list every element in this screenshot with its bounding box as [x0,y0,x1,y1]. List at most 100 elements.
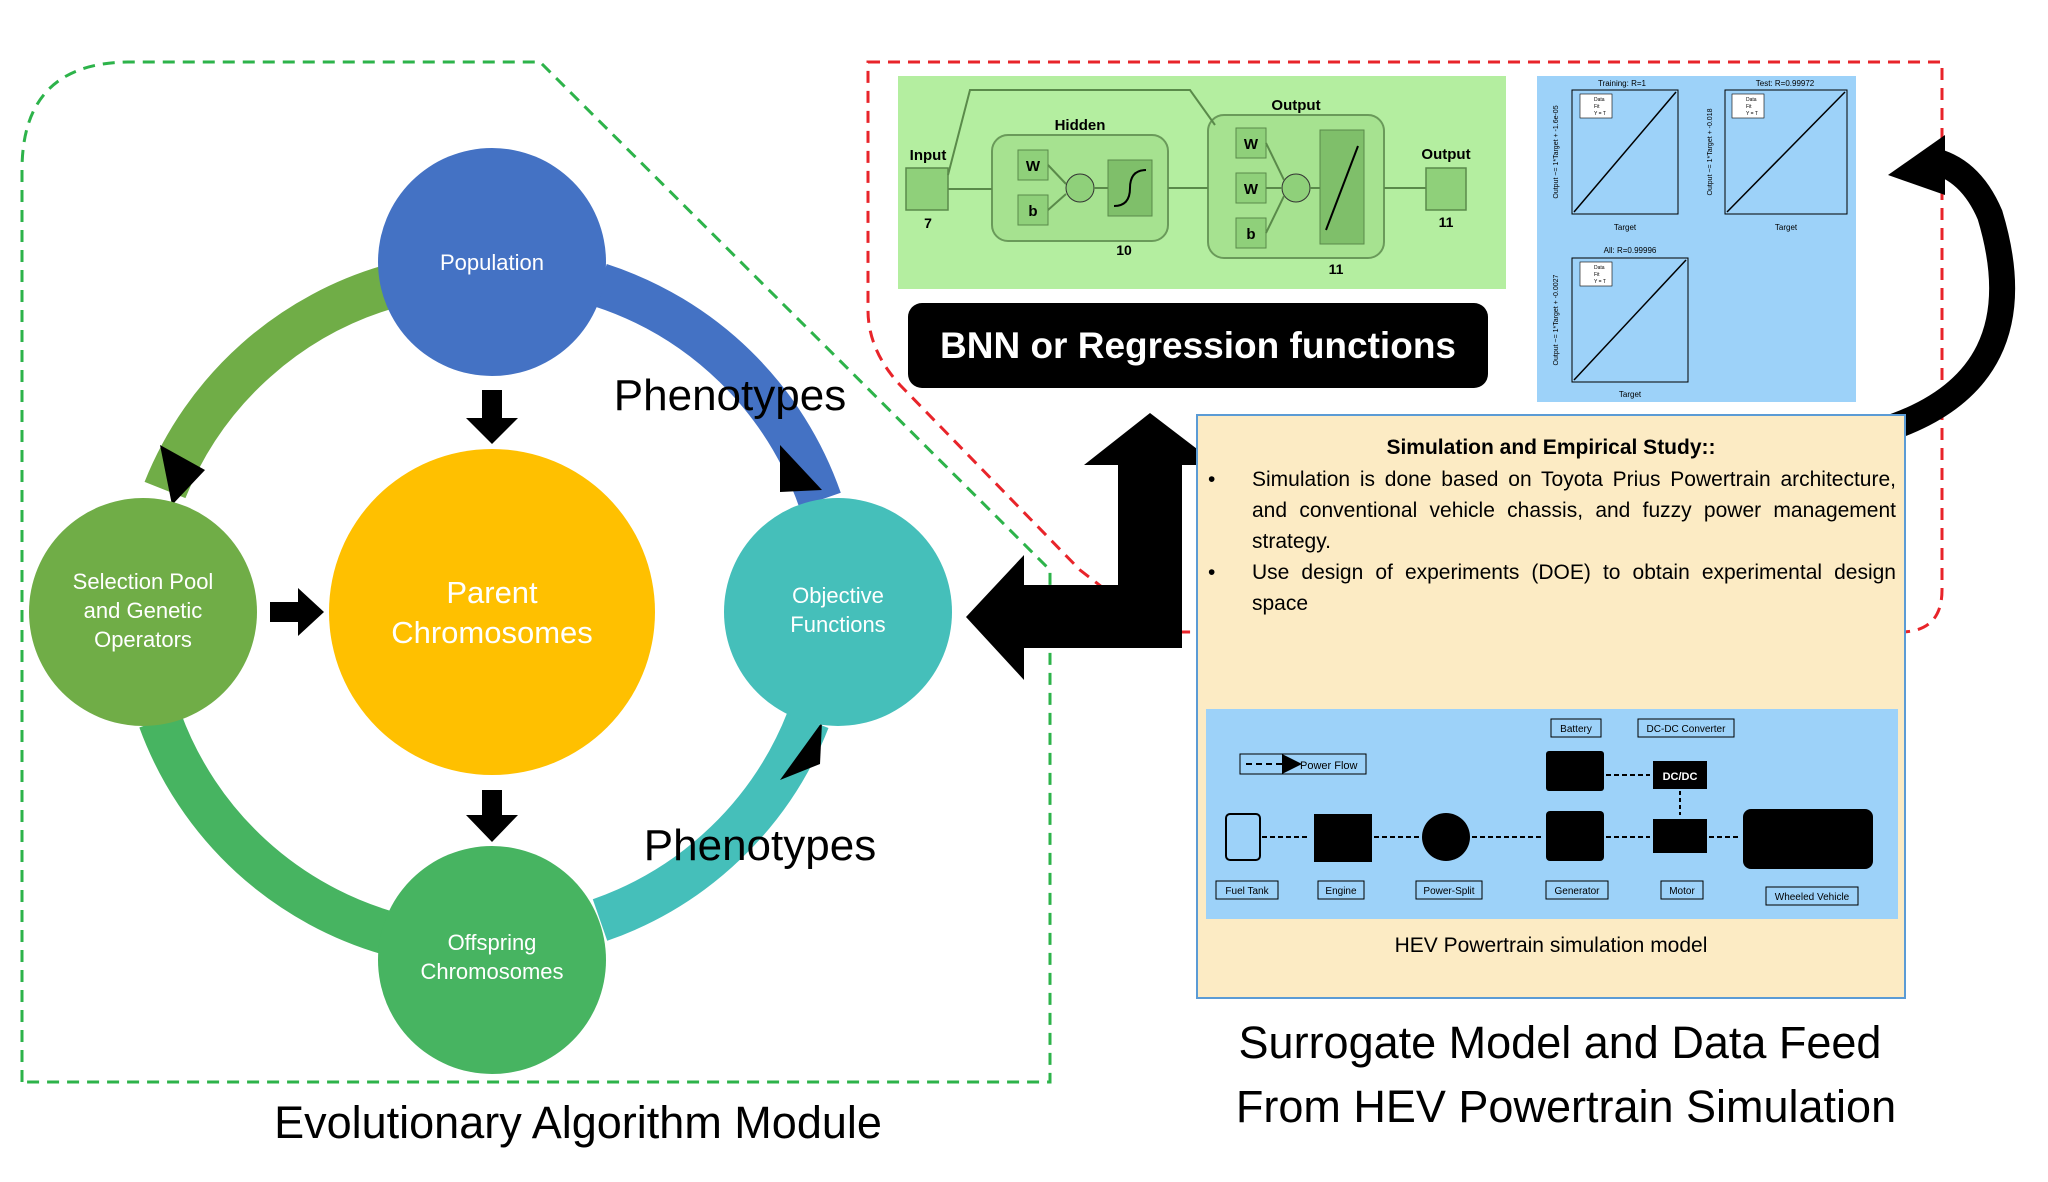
study-bullet-2: Use design of experiments (DOE) to obtai… [1208,557,1896,619]
test-plot-xlabel: Target [1775,223,1798,232]
ring-arrowhead-right-top [780,445,822,492]
nn-input-block [905,167,949,211]
training-plot: Training: R=1 Target Output ~= 1*Target … [1553,79,1679,232]
nn-hidden-label: Hidden [1055,117,1106,134]
power-split-label-box [1415,880,1483,900]
all-legend-y-t: Y = T [1594,279,1606,285]
study-title: Simulation and Empirical Study:: [1386,436,1716,459]
power-flow-legend [1239,753,1367,775]
nn-linear-line [1325,145,1359,231]
bnn-regression-label: BNN or Regression functions [908,303,1488,388]
wheeled-vehicle-label-box [1765,886,1859,906]
nn-connections [947,89,1426,234]
nn-output-label: Output [1421,146,1470,163]
hev-powertrain-diagram: Power Flow Battery DC-DC Converter DC/DC… [1206,709,1898,919]
nn-hidden-w [1017,149,1049,181]
regression-plots: Training: R=1 Target Output ~= 1*Target … [1537,76,1856,402]
ea-module-caption: Evolutionary Algorithm Module [274,1097,882,1148]
nn-input-count: 7 [924,215,932,231]
test-legend-fit: Fit [1746,104,1752,110]
nn-output-layer-count: 11 [1329,261,1344,277]
nn-hidden-w-label: W [1026,158,1041,175]
all-plot: All: R=0.99996 Target Output ~= 1*Target… [1553,246,1689,399]
study-bullet-list: Simulation is done based on Toyota Prius… [1208,464,1896,619]
offspring-chromosomes-node [378,846,606,1074]
objective-label-line2: Functions [790,612,885,637]
generator-label-box [1545,880,1609,900]
phenotypes-top-label: Phenotypes [614,371,846,420]
feedback-curve-arrow [1879,147,2016,443]
motor-label-box [1660,880,1704,900]
training-plot-ylabel: Output ~= 1*Target + -1.6e-05 [1553,105,1560,198]
phenotypes-bottom-label: Phenotypes [644,821,876,870]
nn-output-block [1425,167,1467,211]
fuel-tank-icon [1225,813,1261,861]
training-legend-fit: Fit [1594,104,1600,110]
test-plot-ylabel: Output ~= 1*Target + -0.018 [1707,108,1714,195]
hev-model-caption: HEV Powertrain simulation model [1394,934,1708,957]
plots-background [1537,76,1856,402]
training-legend-y-t: Y = T [1594,111,1606,117]
battery-label-box [1550,718,1602,738]
selection-label-line2: and Genetic [84,598,203,623]
nn-sigmoid-curve [1113,169,1147,207]
all-plot-ylabel: Output ~= 1*Target + -0.0027 [1553,274,1560,365]
population-node [378,148,606,376]
nn-hidden-count: 10 [1116,242,1132,258]
arc-offspring-to-objective [592,711,829,941]
nn-output-w2 [1235,172,1267,204]
nn-output-layer-label: Output [1271,97,1320,114]
selection-label-line1: Selection Pool [73,569,214,594]
nn-output-count: 11 [1439,214,1454,230]
test-legend-data: Data [1746,97,1757,103]
arrow-selection-to-parent [270,588,324,636]
nn-output-w2-label: W [1244,181,1259,198]
objective-label-line1: Objective [792,583,884,608]
simulation-study-box: Simulation and Empirical Study:: Simulat… [1196,414,1906,999]
parent-chromosomes-node [329,449,655,775]
training-fit-line [1573,91,1677,213]
surrogate-caption-line1: Surrogate Model and Data Feed [1239,1017,1882,1068]
nn-hidden-b-label: b [1028,203,1037,220]
parent-label-line1: Parent [446,575,538,610]
wheeled-vehicle-label: Wheeled Vehicle [1775,892,1850,903]
selection-pool-node [29,498,257,726]
offspring-label-line2: Chromosomes [420,959,563,984]
nn-output-b [1235,217,1267,249]
all-legend-fit: Fit [1594,272,1600,278]
arrow-population-to-parent [466,390,518,444]
ring-arrowhead-right-bottom [780,722,822,780]
training-legend [1579,93,1613,119]
training-legend-data: Data [1594,97,1605,103]
dcdc-icon-label: DC/DC [1663,771,1698,783]
nn-diagram: Input 7 Hidden W b 10 Output W W b 11 Ou… [898,76,1506,289]
all-legend [1579,261,1613,287]
population-label: Population [440,250,544,275]
test-plot: Test: R=0.99972 Target Output ~= 1*Targe… [1707,79,1848,232]
selection-label-line3: Operators [94,627,192,652]
arc-population-to-selection [144,263,401,499]
generator-label: Generator [1554,886,1600,897]
power-flow-arrows [1262,774,1740,838]
nn-hidden-sum [1065,173,1095,203]
motor-label: Motor [1669,886,1695,897]
fuel-tank-label-box [1215,880,1279,900]
all-legend-data: Data [1594,265,1605,271]
test-legend [1731,93,1765,119]
study-bullet-1: Simulation is done based on Toyota Prius… [1208,464,1896,557]
feedback-curve-arrowhead [1888,135,1945,195]
battery-icon [1546,751,1604,791]
surrogate-feed-arrow [966,413,1218,680]
arc-population-to-objective [593,264,841,508]
nn-output-w1-label: W [1244,136,1259,153]
test-plot-title: Test: R=0.99972 [1756,79,1815,88]
dcdc-converter-label-box [1637,718,1735,738]
battery-label: Battery [1560,724,1592,735]
power-split-label: Power-Split [1423,886,1474,897]
engine-label-box [1317,880,1365,900]
ring-arrowhead-left [160,445,205,505]
surrogate-caption-line2: From HEV Powertrain Simulation [1236,1081,1896,1132]
arrow-parent-to-offspring [466,790,518,842]
training-plot-title: Training: R=1 [1598,79,1647,88]
